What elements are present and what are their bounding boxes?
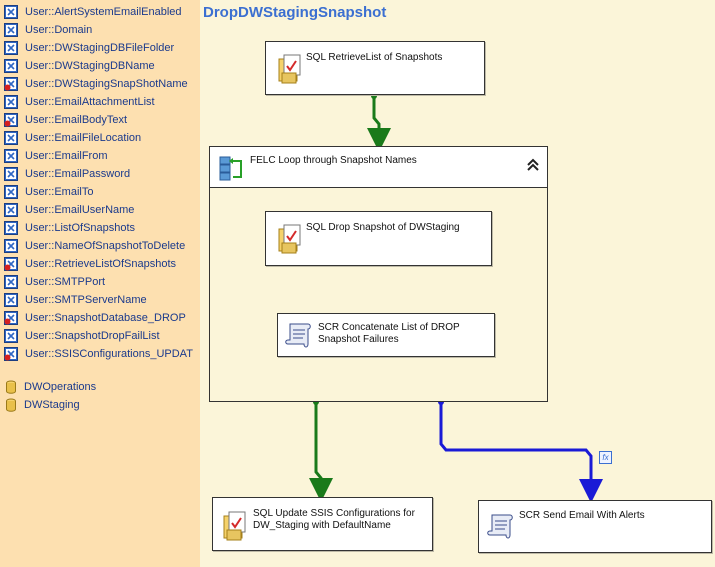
- task-label-line2: DW_Staging with DefaultName: [253, 520, 391, 531]
- task-scr-concatenate[interactable]: SCR Concatenate List of DROP Snapshot Fa…: [277, 313, 495, 357]
- success-constraint-retrieve-to-loop[interactable]: [367, 93, 391, 152]
- variable-icon: [4, 40, 18, 55]
- task-sql-update-ssis-configurations[interactable]: SQL Update SSIS Configurations for DW_St…: [212, 497, 433, 551]
- variable-icon: [4, 184, 18, 199]
- variable-item[interactable]: User::EmailTo: [4, 183, 93, 200]
- variable-item[interactable]: User::EmailFrom: [4, 147, 108, 164]
- variable-icon: [4, 166, 18, 181]
- script-task-icon: [284, 320, 314, 350]
- task-label: SQL Drop Snapshot of DWStaging: [306, 222, 460, 233]
- success-constraint-loop-to-update[interactable]: [309, 399, 333, 502]
- variable-icon: [4, 220, 18, 235]
- task-label: SQL RetrieveList of Snapshots: [306, 52, 443, 63]
- variable-item[interactable]: User::DWStagingDBName: [4, 57, 155, 74]
- variable-error-icon: [4, 256, 18, 271]
- connection-item[interactable]: DWStaging: [6, 396, 80, 413]
- variable-error-icon: [4, 76, 18, 91]
- variable-icon: [4, 130, 18, 145]
- variable-item[interactable]: User::DWStagingDBFileFolder: [4, 39, 174, 56]
- variable-item[interactable]: User::SSISConfigurations_UPDAT: [4, 345, 193, 362]
- variable-label: User::EmailUserName: [25, 203, 135, 216]
- variable-icon: [4, 238, 18, 253]
- variable-label: User::SMTPPort: [25, 275, 106, 288]
- variable-label: User::AlertSystemEmailEnabled: [25, 5, 182, 18]
- variable-item[interactable]: User::EmailAttachmentList: [4, 93, 155, 110]
- container-header: FELC Loop through Snapshot Names: [210, 147, 547, 188]
- variable-label: User::EmailFileLocation: [25, 131, 142, 144]
- variable-label: User::EmailFrom: [25, 149, 108, 162]
- variable-item[interactable]: User::RetrieveListOfSnapshots: [4, 255, 176, 272]
- variable-item[interactable]: User::ListOfSnapshots: [4, 219, 135, 236]
- task-label: SCR Send Email With Alerts: [519, 510, 645, 521]
- variable-label: User::SnapshotDatabase_DROP: [25, 311, 186, 324]
- variable-label: User::DWStagingDBFileFolder: [25, 41, 175, 54]
- execute-sql-task-icon: [221, 508, 251, 541]
- container-label: FELC Loop through Snapshot Names: [250, 155, 417, 166]
- variable-icon: [4, 292, 18, 307]
- database-icon: [6, 380, 16, 394]
- variable-item[interactable]: User::NameOfSnapshotToDelete: [4, 237, 185, 254]
- variable-label: User::SMTPServerName: [25, 293, 147, 306]
- variable-label: User::SSISConfigurations_UPDAT: [25, 347, 193, 360]
- execute-sql-task-icon: [276, 221, 306, 254]
- collapse-chevron-icon[interactable]: [525, 157, 541, 173]
- task-label-line2: Snapshot Failures: [318, 334, 399, 345]
- script-task-icon: [486, 511, 516, 541]
- variable-item[interactable]: User::EmailPassword: [4, 165, 130, 182]
- variable-item[interactable]: User::SnapshotDropFailList: [4, 327, 160, 344]
- foreach-loop-container[interactable]: FELC Loop through Snapshot Names: [209, 146, 548, 402]
- package-title: DropDWStagingSnapshot: [203, 4, 387, 21]
- variable-error-icon: [4, 310, 18, 325]
- variable-icon: [4, 58, 18, 73]
- expression-fx-icon[interactable]: fx: [599, 451, 612, 464]
- variable-label: User::RetrieveListOfSnapshots: [25, 257, 177, 270]
- variable-label: User::EmailAttachmentList: [25, 95, 155, 108]
- task-label-line1: SCR Concatenate List of DROP: [318, 322, 460, 333]
- variable-label: User::SnapshotDropFailList: [25, 329, 160, 342]
- variable-icon: [4, 4, 18, 19]
- control-flow-canvas[interactable]: DropDWStagingSnapshot: [200, 0, 715, 567]
- variable-icon: [4, 22, 18, 37]
- variable-icon: [4, 328, 18, 343]
- variable-label: User::ListOfSnapshots: [25, 221, 136, 234]
- connection-label: DWStaging: [24, 398, 80, 411]
- variable-label: User::NameOfSnapshotToDelete: [25, 239, 186, 252]
- variable-label: User::Domain: [25, 23, 93, 36]
- completion-constraint-loop-to-email[interactable]: [438, 399, 603, 503]
- variable-error-icon: [4, 112, 18, 127]
- variable-item[interactable]: User::AlertSystemEmailEnabled: [4, 3, 182, 20]
- foreach-loop-icon: [219, 153, 249, 183]
- variable-item[interactable]: User::Domain: [4, 21, 92, 38]
- variable-label: User::EmailTo: [25, 185, 94, 198]
- task-sql-drop-snapshot[interactable]: SQL Drop Snapshot of DWStaging: [265, 211, 492, 266]
- variable-label: User::DWStagingDBName: [25, 59, 155, 72]
- variable-error-icon: [4, 346, 18, 361]
- variable-item[interactable]: User::EmailUserName: [4, 201, 134, 218]
- variable-icon: [4, 148, 18, 163]
- variable-icon: [4, 94, 18, 109]
- execute-sql-task-icon: [276, 51, 306, 84]
- variable-label: User::EmailBodyText: [25, 113, 128, 126]
- task-label-line1: SQL Update SSIS Configurations for: [253, 508, 415, 519]
- database-icon: [6, 398, 16, 412]
- variable-item[interactable]: User::EmailBodyText: [4, 111, 127, 128]
- variable-item[interactable]: User::DWStagingSnapShotName: [4, 75, 188, 92]
- variable-label: User::EmailPassword: [25, 167, 131, 180]
- variable-icon: [4, 202, 18, 217]
- variable-icon: [4, 274, 18, 289]
- variable-item[interactable]: User::SMTPServerName: [4, 291, 147, 308]
- connection-item[interactable]: DWOperations: [6, 378, 96, 395]
- variable-item[interactable]: User::SMTPPort: [4, 273, 105, 290]
- variable-item[interactable]: User::SnapshotDatabase_DROP: [4, 309, 186, 326]
- connection-label: DWOperations: [24, 380, 97, 393]
- variable-item[interactable]: User::EmailFileLocation: [4, 129, 141, 146]
- variable-label: User::DWStagingSnapShotName: [25, 77, 188, 90]
- task-sql-retrieve-list[interactable]: SQL RetrieveList of Snapshots: [265, 41, 485, 95]
- task-scr-send-email[interactable]: SCR Send Email With Alerts: [478, 500, 712, 553]
